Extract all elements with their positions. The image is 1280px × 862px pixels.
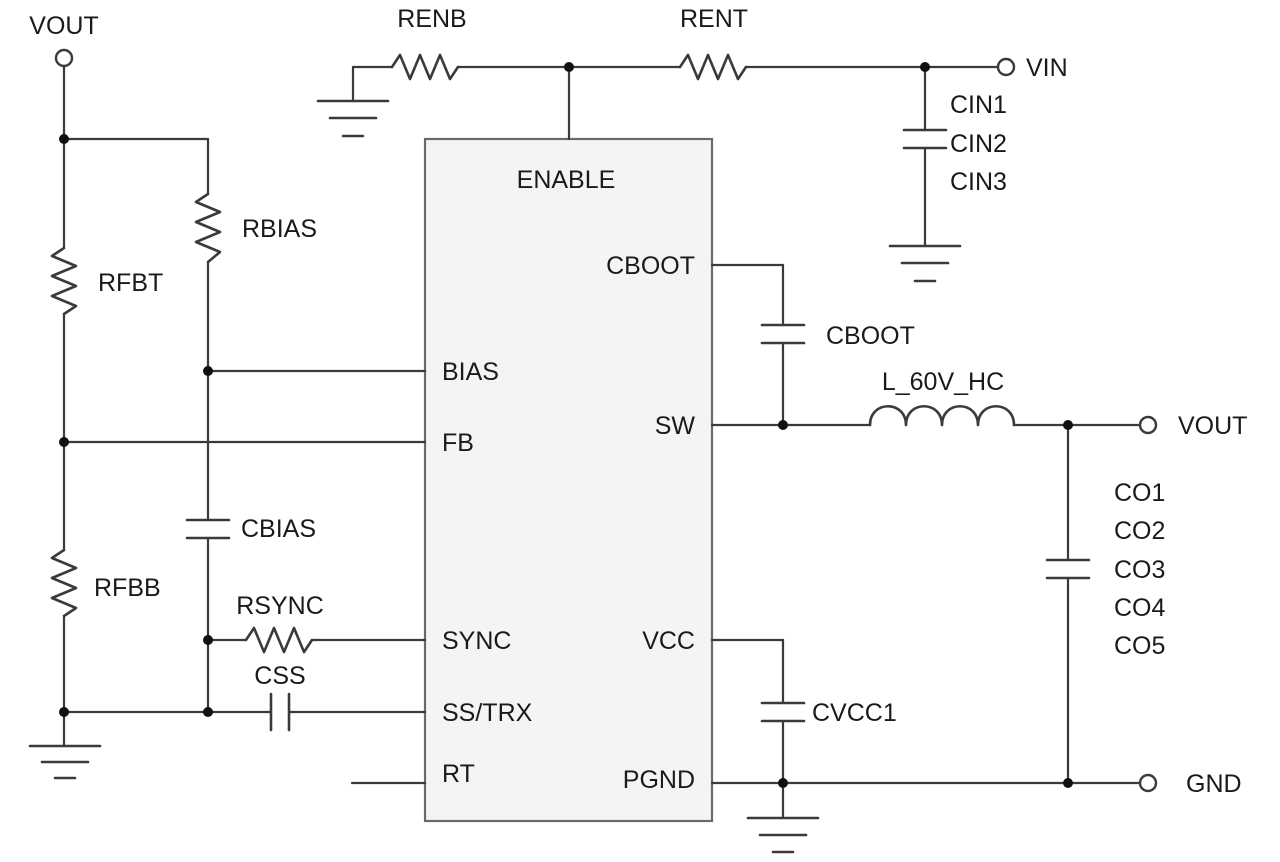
ground-symbol-top-right (888, 244, 962, 283)
left-vout-network (28, 48, 427, 785)
ground-symbol-left (28, 744, 102, 780)
rfbb-resistor (50, 548, 78, 618)
renb-resistor (390, 53, 460, 81)
label-co4: CO4 (1114, 594, 1166, 622)
rent-resistor (678, 53, 748, 81)
pin-label-vcc: VCC (642, 627, 695, 655)
pin-label-cboot: CBOOT (606, 252, 695, 280)
ground-symbol-top-left (316, 99, 390, 138)
label-rsync: RSYNC (236, 592, 324, 620)
label-cbias: CBIAS (241, 515, 316, 543)
cboot-capacitor (760, 323, 806, 345)
label-co3: CO3 (1114, 556, 1165, 584)
label-cin1: CIN1 (950, 91, 1007, 119)
enable-vin-network (316, 53, 1016, 283)
ground-symbol-bottom (746, 816, 820, 854)
vin-terminal (996, 57, 1016, 77)
terminal-label-vout-left: VOUT (29, 12, 98, 40)
label-cin2: CIN2 (950, 130, 1007, 158)
label-inductor: L_60V_HC (882, 368, 1004, 396)
terminal-label-gnd: GND (1186, 770, 1242, 798)
cbias-capacitor (185, 518, 231, 540)
co-capacitor (1045, 558, 1091, 580)
label-cvcc1: CVCC1 (812, 699, 897, 727)
label-css: CSS (254, 662, 305, 690)
terminal-label-vout-right: VOUT (1178, 412, 1247, 440)
label-co2: CO2 (1114, 517, 1165, 545)
ic-body (423, 137, 714, 823)
rbias-resistor (194, 192, 222, 264)
gnd-terminal (1138, 773, 1158, 793)
label-rfbb: RFBB (94, 574, 161, 602)
inductor-coil (868, 404, 1016, 427)
pin-label-bias: BIAS (442, 358, 499, 386)
cvcc-capacitor (760, 701, 806, 723)
css-capacitor (269, 692, 291, 732)
output-network (710, 263, 1158, 854)
label-renb: RENB (397, 5, 466, 33)
label-rfbt: RFBT (98, 269, 163, 297)
rsync-resistor (244, 626, 314, 654)
pin-label-pgnd: PGND (623, 766, 695, 794)
label-rent: RENT (680, 5, 748, 33)
pin-label-sync: SYNC (442, 627, 511, 655)
pin-label-fb: FB (442, 429, 474, 457)
pin-label-rt: RT (442, 760, 475, 788)
vout-left-terminal (54, 48, 74, 68)
pin-label-sw: SW (655, 412, 696, 440)
vout-right-terminal (1138, 415, 1158, 435)
label-co1: CO1 (1114, 479, 1165, 507)
label-cboot-cap: CBOOT (826, 322, 915, 350)
cin-capacitor (902, 128, 948, 150)
pin-label-ss-trx: SS/TRX (442, 699, 533, 727)
terminal-label-vin: VIN (1026, 54, 1068, 82)
label-cin3: CIN3 (950, 168, 1007, 196)
label-co5: CO5 (1114, 632, 1165, 660)
label-rbias: RBIAS (242, 215, 317, 243)
pin-label-enable: ENABLE (517, 166, 616, 194)
rfbt-resistor (50, 246, 78, 316)
